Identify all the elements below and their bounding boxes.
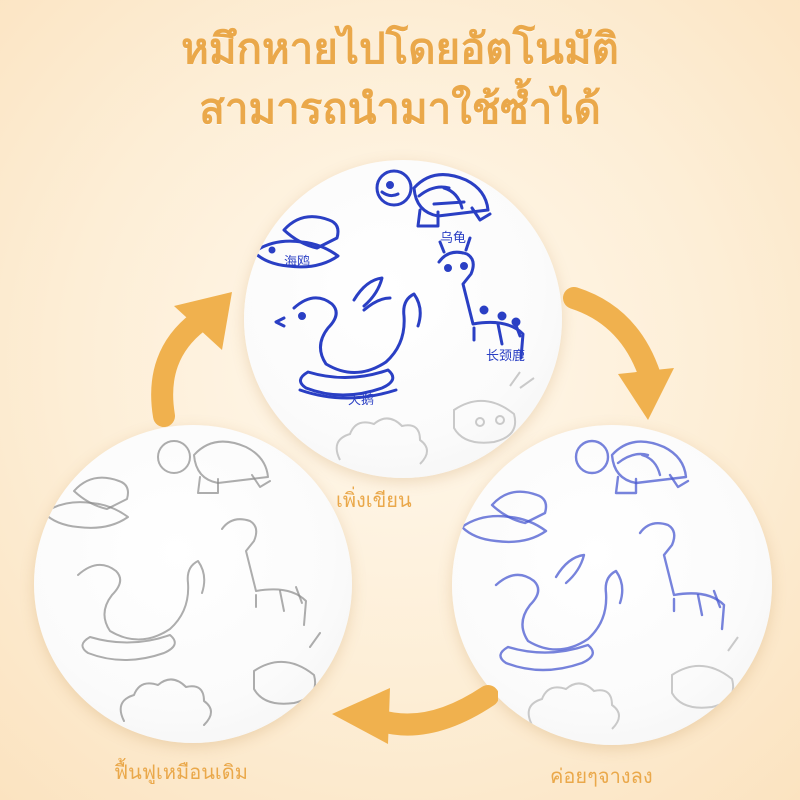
caption-restored: ฟื้นฟูเหมือนเดิม [114, 760, 248, 784]
arrow-down-left-icon [332, 685, 498, 744]
drawing-disc-fresh: 海鸥 乌龟 天鹅 长颈鹿 [244, 160, 562, 478]
turtle-drawing [375, 169, 492, 228]
swan-drawing [274, 276, 422, 400]
giraffe-drawing [221, 518, 307, 626]
swan-drawing [494, 553, 624, 672]
doodle-illustration-fading [460, 439, 739, 730]
giraffe-drawing [638, 522, 726, 631]
bird-drawing [244, 215, 340, 269]
turtle-drawing [157, 440, 271, 494]
caption-fresh: เพิ่งเขียน [336, 488, 412, 512]
sheep-doodle [527, 682, 620, 730]
giraffe-drawing [437, 236, 525, 360]
drawing-disc-restored [34, 425, 352, 743]
drawing-disc-fading [452, 425, 772, 745]
label-turtle: 乌龟 [440, 230, 466, 246]
label-bird: 海鸥 [284, 254, 310, 270]
headline-line-1: หมึกหายไปโดยอัตโนมัติ [181, 24, 619, 73]
bird-drawing [460, 490, 548, 544]
arrow-up-icon [151, 292, 232, 427]
bird-drawing [43, 476, 129, 529]
snail-doodle [453, 371, 535, 444]
sheep-doodle [335, 417, 428, 465]
swan-drawing [77, 560, 206, 661]
label-swan: 天鹅 [348, 392, 374, 408]
arrow-right-down-icon [563, 287, 674, 420]
label-giraffe: 长颈鹿 [486, 348, 525, 364]
turtle-drawing [574, 439, 690, 495]
headline-line-2: สามารถนำมาใช้ซ้ำได้ [199, 84, 601, 133]
doodle-illustration-restored [43, 440, 321, 726]
doodle-illustration-fresh: 海鸥 乌龟 天鹅 长颈鹿 [244, 169, 535, 465]
snail-doodle [253, 632, 321, 705]
sheep-doodle [119, 678, 212, 726]
snail-doodle [671, 636, 739, 709]
caption-fading: ค่อยๆจางลง [550, 764, 653, 788]
